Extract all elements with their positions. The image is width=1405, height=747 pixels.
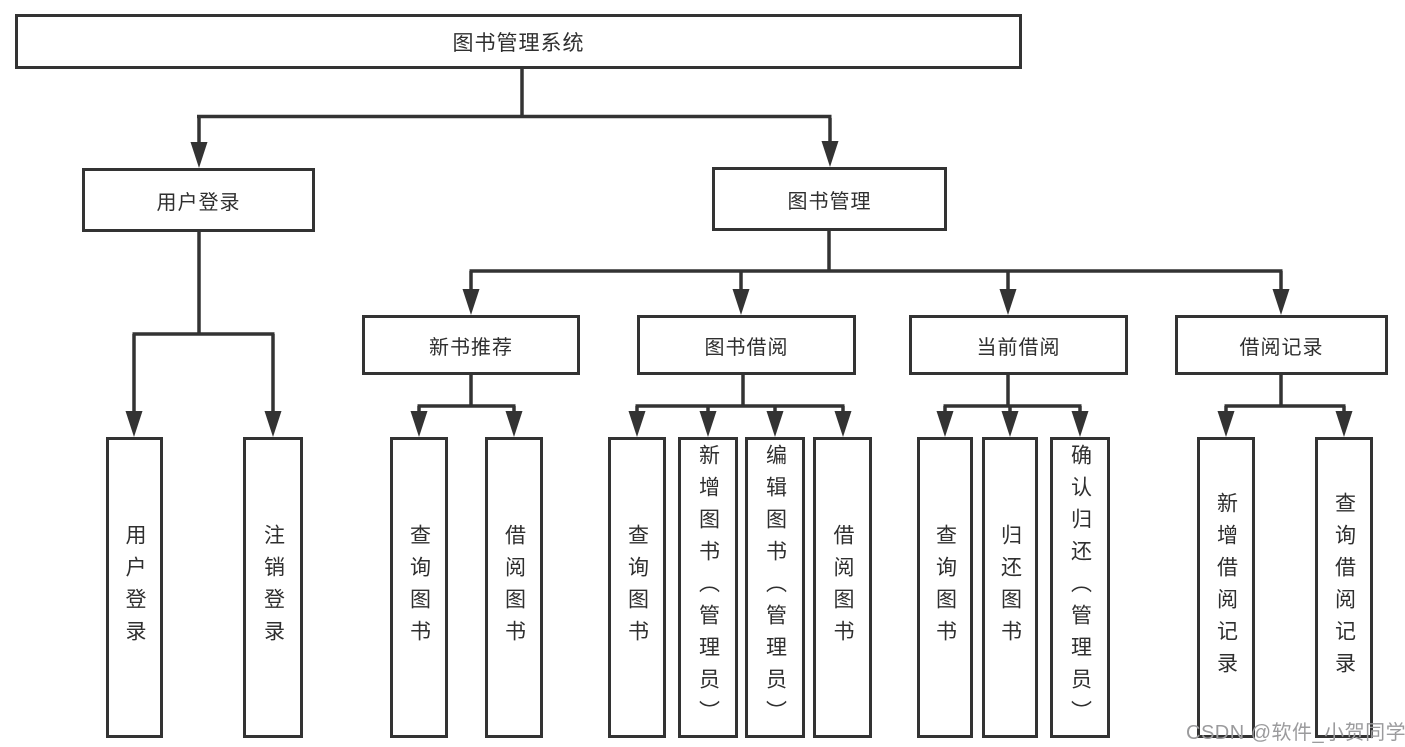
connector-arrowhead-icon	[628, 411, 646, 437]
node-user-login: 用户登录	[82, 168, 315, 232]
connector-arrowhead-icon	[462, 289, 480, 315]
node-root: 图书管理系统	[15, 14, 1022, 69]
connector-arrowhead-icon	[821, 141, 839, 167]
node-new-book-recommend: 新书推荐	[362, 315, 580, 375]
connector-arrowhead-icon	[1335, 411, 1353, 437]
node-leaf-query-books-borrowing: 查询图书	[608, 437, 666, 738]
node-leaf-add-book-admin: 新增图书（管理员）	[678, 437, 738, 738]
connector-arrowhead-icon	[1217, 411, 1235, 437]
connector-arrowhead-icon	[410, 411, 428, 437]
node-leaf-logout: 注销登录	[243, 437, 303, 738]
node-current-borrowing: 当前借阅	[909, 315, 1128, 375]
connector-arrowhead-icon	[190, 142, 208, 168]
node-leaf-borrow-books-borrowing: 借阅图书	[813, 437, 872, 738]
connector-arrowhead-icon	[834, 411, 852, 437]
connector-arrowhead-icon	[1001, 411, 1019, 437]
connector-arrowhead-icon	[766, 411, 784, 437]
node-leaf-return-books: 归还图书	[982, 437, 1038, 738]
connector-arrowhead-icon	[699, 411, 717, 437]
connector-arrowhead-icon	[1272, 289, 1290, 315]
node-leaf-query-books-recommend: 查询图书	[390, 437, 448, 738]
connector-arrowhead-icon	[125, 411, 143, 437]
connector-arrowhead-icon	[264, 411, 282, 437]
connector-arrowhead-icon	[505, 411, 523, 437]
node-leaf-confirm-return-admin: 确认归还（管理员）	[1050, 437, 1110, 738]
node-leaf-query-borrow-record: 查询借阅记录	[1315, 437, 1373, 738]
node-leaf-add-borrow-record: 新增借阅记录	[1197, 437, 1255, 738]
node-leaf-query-books-current: 查询图书	[917, 437, 973, 738]
connector-arrowhead-icon	[936, 411, 954, 437]
connector-arrowhead-icon	[732, 289, 750, 315]
node-borrowing-records: 借阅记录	[1175, 315, 1388, 375]
connector-arrowhead-icon	[1071, 411, 1089, 437]
node-leaf-borrow-books-recommend: 借阅图书	[485, 437, 543, 738]
connector-arrowhead-icon	[999, 289, 1017, 315]
node-leaf-edit-book-admin: 编辑图书（管理员）	[745, 437, 805, 738]
node-book-borrowing: 图书借阅	[637, 315, 856, 375]
node-leaf-user-login: 用户登录	[106, 437, 163, 738]
csdn-watermark: CSDN @软件_小贺同学	[1186, 722, 1405, 744]
node-book-management: 图书管理	[712, 167, 947, 231]
